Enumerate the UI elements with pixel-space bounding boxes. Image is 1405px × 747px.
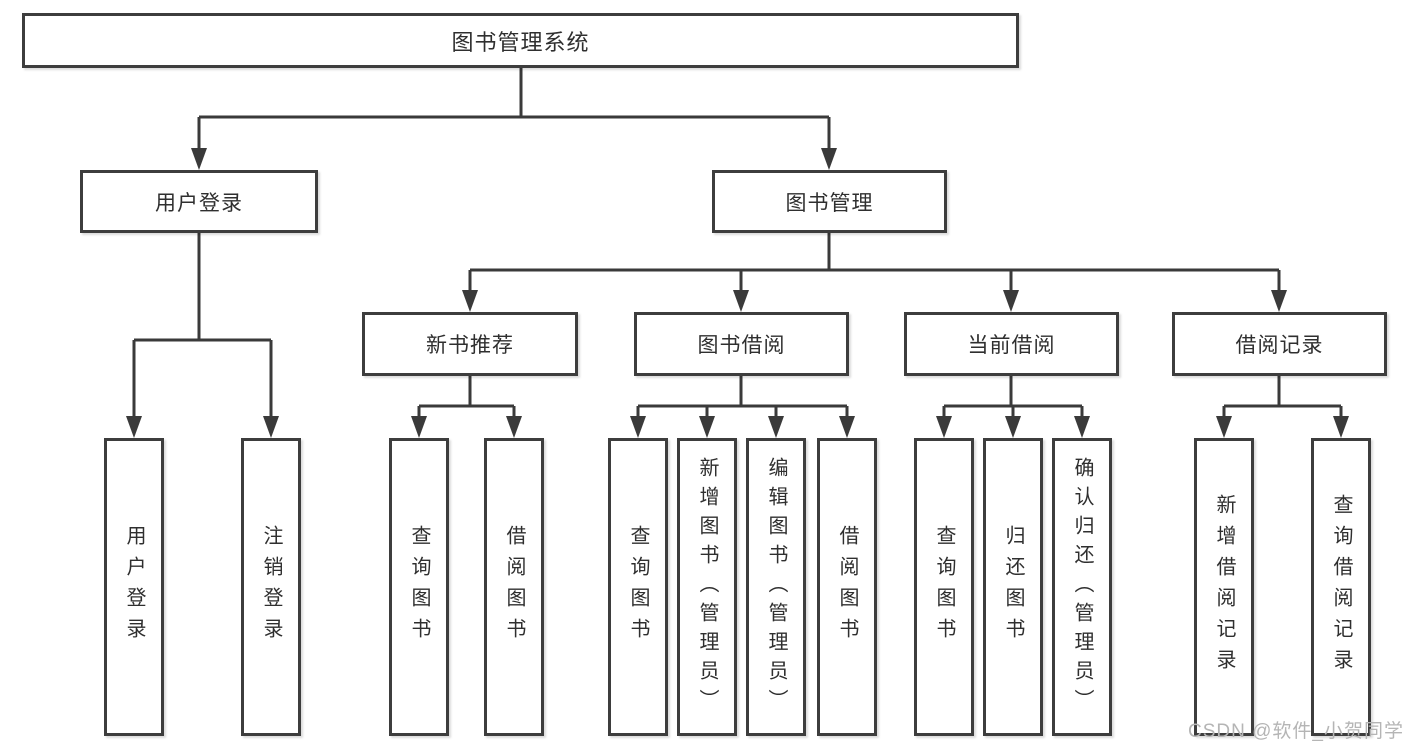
connector-user-login-children (126, 233, 279, 438)
arrowhead (1005, 416, 1021, 438)
leaf-borrow-books-borrowing-label: 借阅图书 (836, 525, 858, 649)
arrowhead (1333, 416, 1349, 438)
csdn-watermark: CSDN @软件_小贺同学 (1188, 721, 1404, 742)
arrowhead (462, 290, 478, 312)
connector-borrow-records-children (1216, 376, 1349, 438)
leaf-add-borrow-record: 新增借阅记录 (1194, 438, 1254, 736)
arrowhead (733, 290, 749, 312)
leaf-borrow-books-recommend: 借阅图书 (484, 438, 544, 736)
leaf-return-books-label: 归还图书 (1002, 525, 1024, 649)
leaf-borrow-books-borrowing: 借阅图书 (817, 438, 877, 736)
leaf-confirm-return-admin: 确认归还（管理员） (1052, 438, 1112, 736)
node-book-borrowing-label: 图书借阅 (697, 334, 786, 357)
leaf-confirm-return-admin-label: 确认归还（管理员） (1071, 456, 1093, 718)
node-new-book-recommend: 新书推荐 (362, 312, 578, 376)
leaf-query-books-current: 查询图书 (914, 438, 974, 736)
arrowhead (768, 416, 784, 438)
leaf-add-borrow-record-label: 新增借阅记录 (1213, 494, 1235, 680)
arrowhead (839, 416, 855, 438)
connector-book-borrowing-children (630, 376, 855, 438)
connector-current-borrowing-children (936, 376, 1090, 438)
node-book-management: 图书管理 (712, 170, 947, 233)
leaf-add-book-admin-label: 新增图书（管理员） (696, 456, 718, 718)
connector-root-to-level2 (191, 68, 837, 170)
arrowhead (263, 416, 279, 438)
leaf-user-login: 用户登录 (104, 438, 164, 736)
node-book-borrowing: 图书借阅 (634, 312, 849, 376)
arrowhead (411, 416, 427, 438)
arrowhead (1216, 416, 1232, 438)
node-current-borrowing-label: 当前借阅 (967, 334, 1056, 357)
node-borrow-records: 借阅记录 (1172, 312, 1387, 376)
arrowhead (630, 416, 646, 438)
node-user-login-label: 用户登录 (155, 191, 243, 215)
arrowhead (699, 416, 715, 438)
leaf-logout-login-label: 注销登录 (260, 525, 282, 649)
leaf-query-books-recommend-label: 查询图书 (408, 525, 430, 649)
leaf-query-books-borrowing: 查询图书 (608, 438, 668, 736)
arrowhead (126, 416, 142, 438)
arrowhead (1003, 290, 1019, 312)
leaf-user-login-label: 用户登录 (123, 525, 145, 649)
arrowhead (821, 148, 837, 170)
node-borrow-records-label: 借阅记录 (1235, 334, 1324, 357)
leaf-query-books-current-label: 查询图书 (933, 525, 955, 649)
arrowhead (506, 416, 522, 438)
node-library-system: 图书管理系统 (22, 13, 1019, 68)
connector-new-book-recommend-children (411, 376, 522, 438)
connector-book-management-to-level3 (462, 233, 1287, 312)
node-book-management-label: 图书管理 (785, 191, 874, 215)
leaf-query-books-recommend: 查询图书 (389, 438, 449, 736)
arrowhead (1271, 290, 1287, 312)
leaf-logout-login: 注销登录 (241, 438, 301, 736)
leaf-borrow-books-recommend-label: 借阅图书 (503, 525, 525, 649)
leaf-edit-book-admin-label: 编辑图书（管理员） (765, 456, 787, 718)
arrowhead (191, 148, 207, 170)
node-library-system-label: 图书管理系统 (451, 29, 590, 55)
leaf-query-borrow-record: 查询借阅记录 (1311, 438, 1371, 736)
node-new-book-recommend-label: 新书推荐 (426, 334, 514, 357)
leaf-edit-book-admin: 编辑图书（管理员） (746, 438, 806, 736)
arrowhead (936, 416, 952, 438)
leaf-return-books: 归还图书 (983, 438, 1043, 736)
leaf-query-books-borrowing-label: 查询图书 (627, 525, 649, 649)
node-current-borrowing: 当前借阅 (904, 312, 1119, 376)
leaf-query-borrow-record-label: 查询借阅记录 (1330, 494, 1352, 680)
leaf-add-book-admin: 新增图书（管理员） (677, 438, 737, 736)
arrowhead (1074, 416, 1090, 438)
node-user-login: 用户登录 (80, 170, 318, 233)
